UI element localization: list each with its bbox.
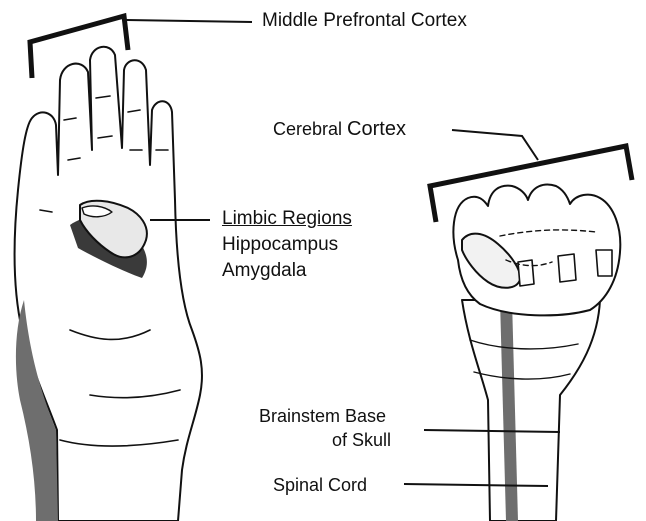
open-hand bbox=[15, 47, 202, 521]
hippocampus-label: Hippocampus bbox=[222, 234, 338, 256]
middle-prefrontal-pointer bbox=[126, 20, 252, 22]
cerebral-cortex-label: Cerebral Cortex bbox=[273, 118, 406, 141]
spinal-cord-label: Spinal Cord bbox=[273, 475, 367, 496]
fist bbox=[453, 185, 620, 521]
cortex-label-word: Cortex bbox=[347, 118, 406, 140]
amygdala-label: Amygdala bbox=[222, 260, 307, 282]
middle-prefrontal-cortex-label: Middle Prefrontal Cortex bbox=[262, 10, 467, 32]
brainstem-label-line2: of Skull bbox=[332, 430, 391, 451]
limbic-regions-heading: Limbic Regions bbox=[222, 208, 352, 230]
cerebral-cortex-pointer bbox=[452, 130, 538, 160]
fist-forearm bbox=[462, 300, 600, 521]
brainstem-label-line1: Brainstem Base bbox=[259, 406, 386, 427]
cerebral-label-prefix: Cerebral bbox=[273, 119, 342, 139]
